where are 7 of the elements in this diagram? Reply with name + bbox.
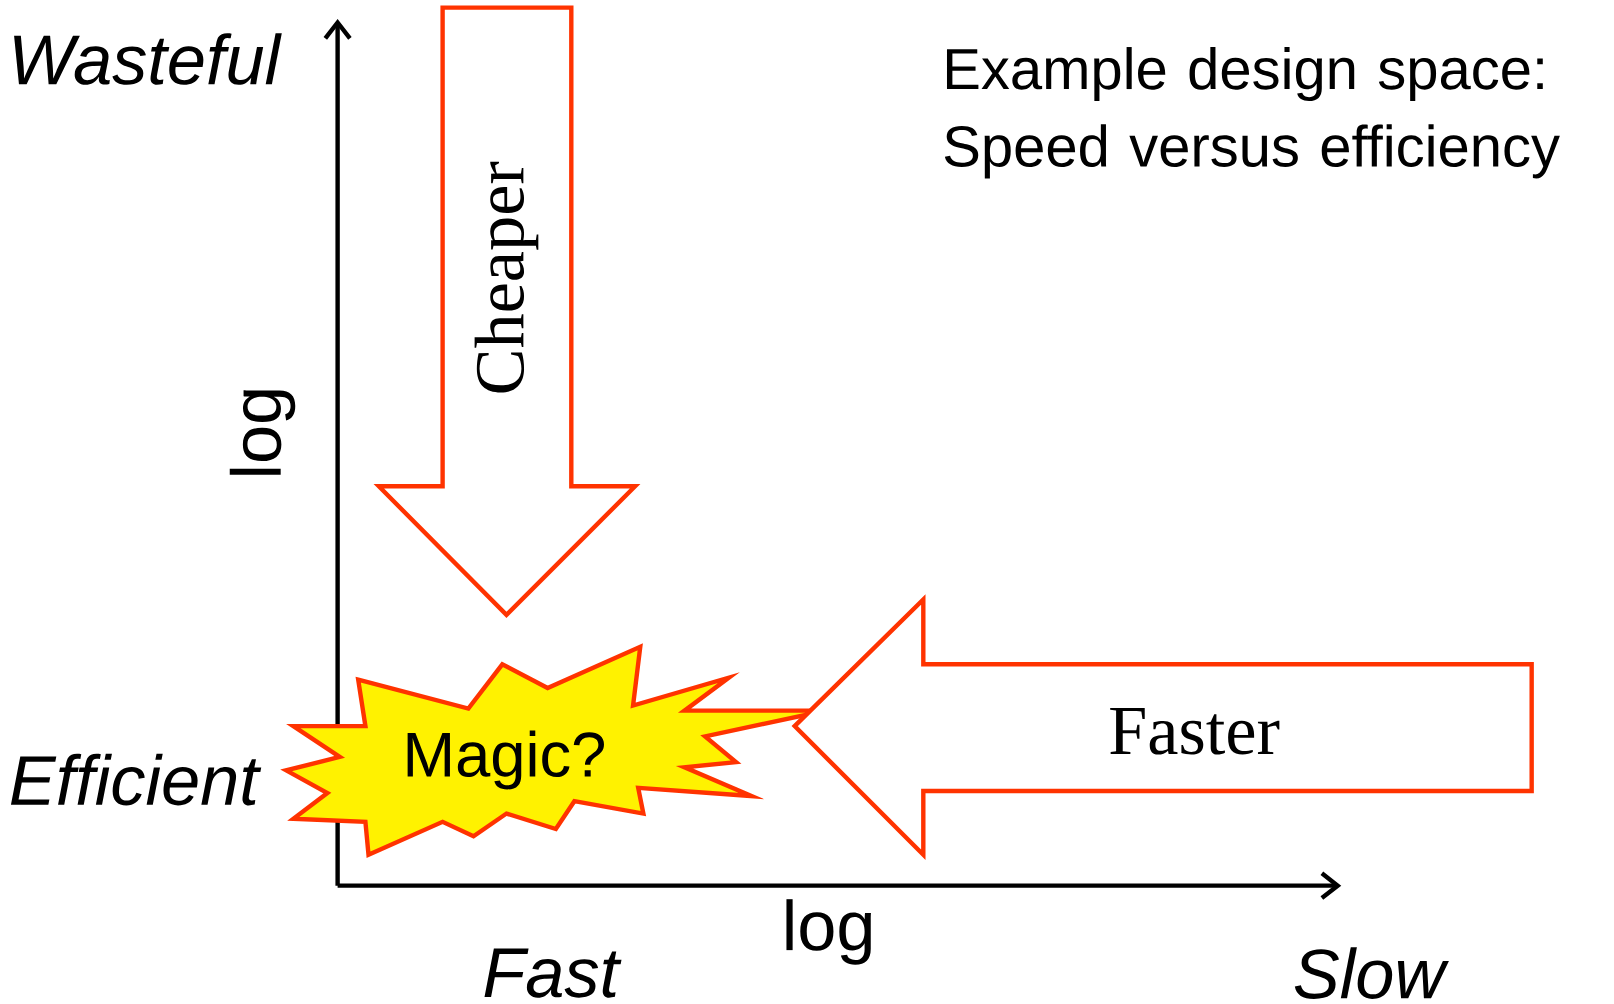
axis-end-label: Fast — [484, 948, 622, 998]
title: Example design space: Speed versus efficiency — [944, 47, 1560, 179]
axis-end-label: Wasteful — [14, 33, 282, 85]
axis-scale-label: log — [786, 899, 871, 965]
axis-scale-label: log — [229, 390, 296, 475]
axis-end-label: Efficient — [10, 753, 262, 806]
axis-end-label: Slow — [1294, 947, 1449, 999]
